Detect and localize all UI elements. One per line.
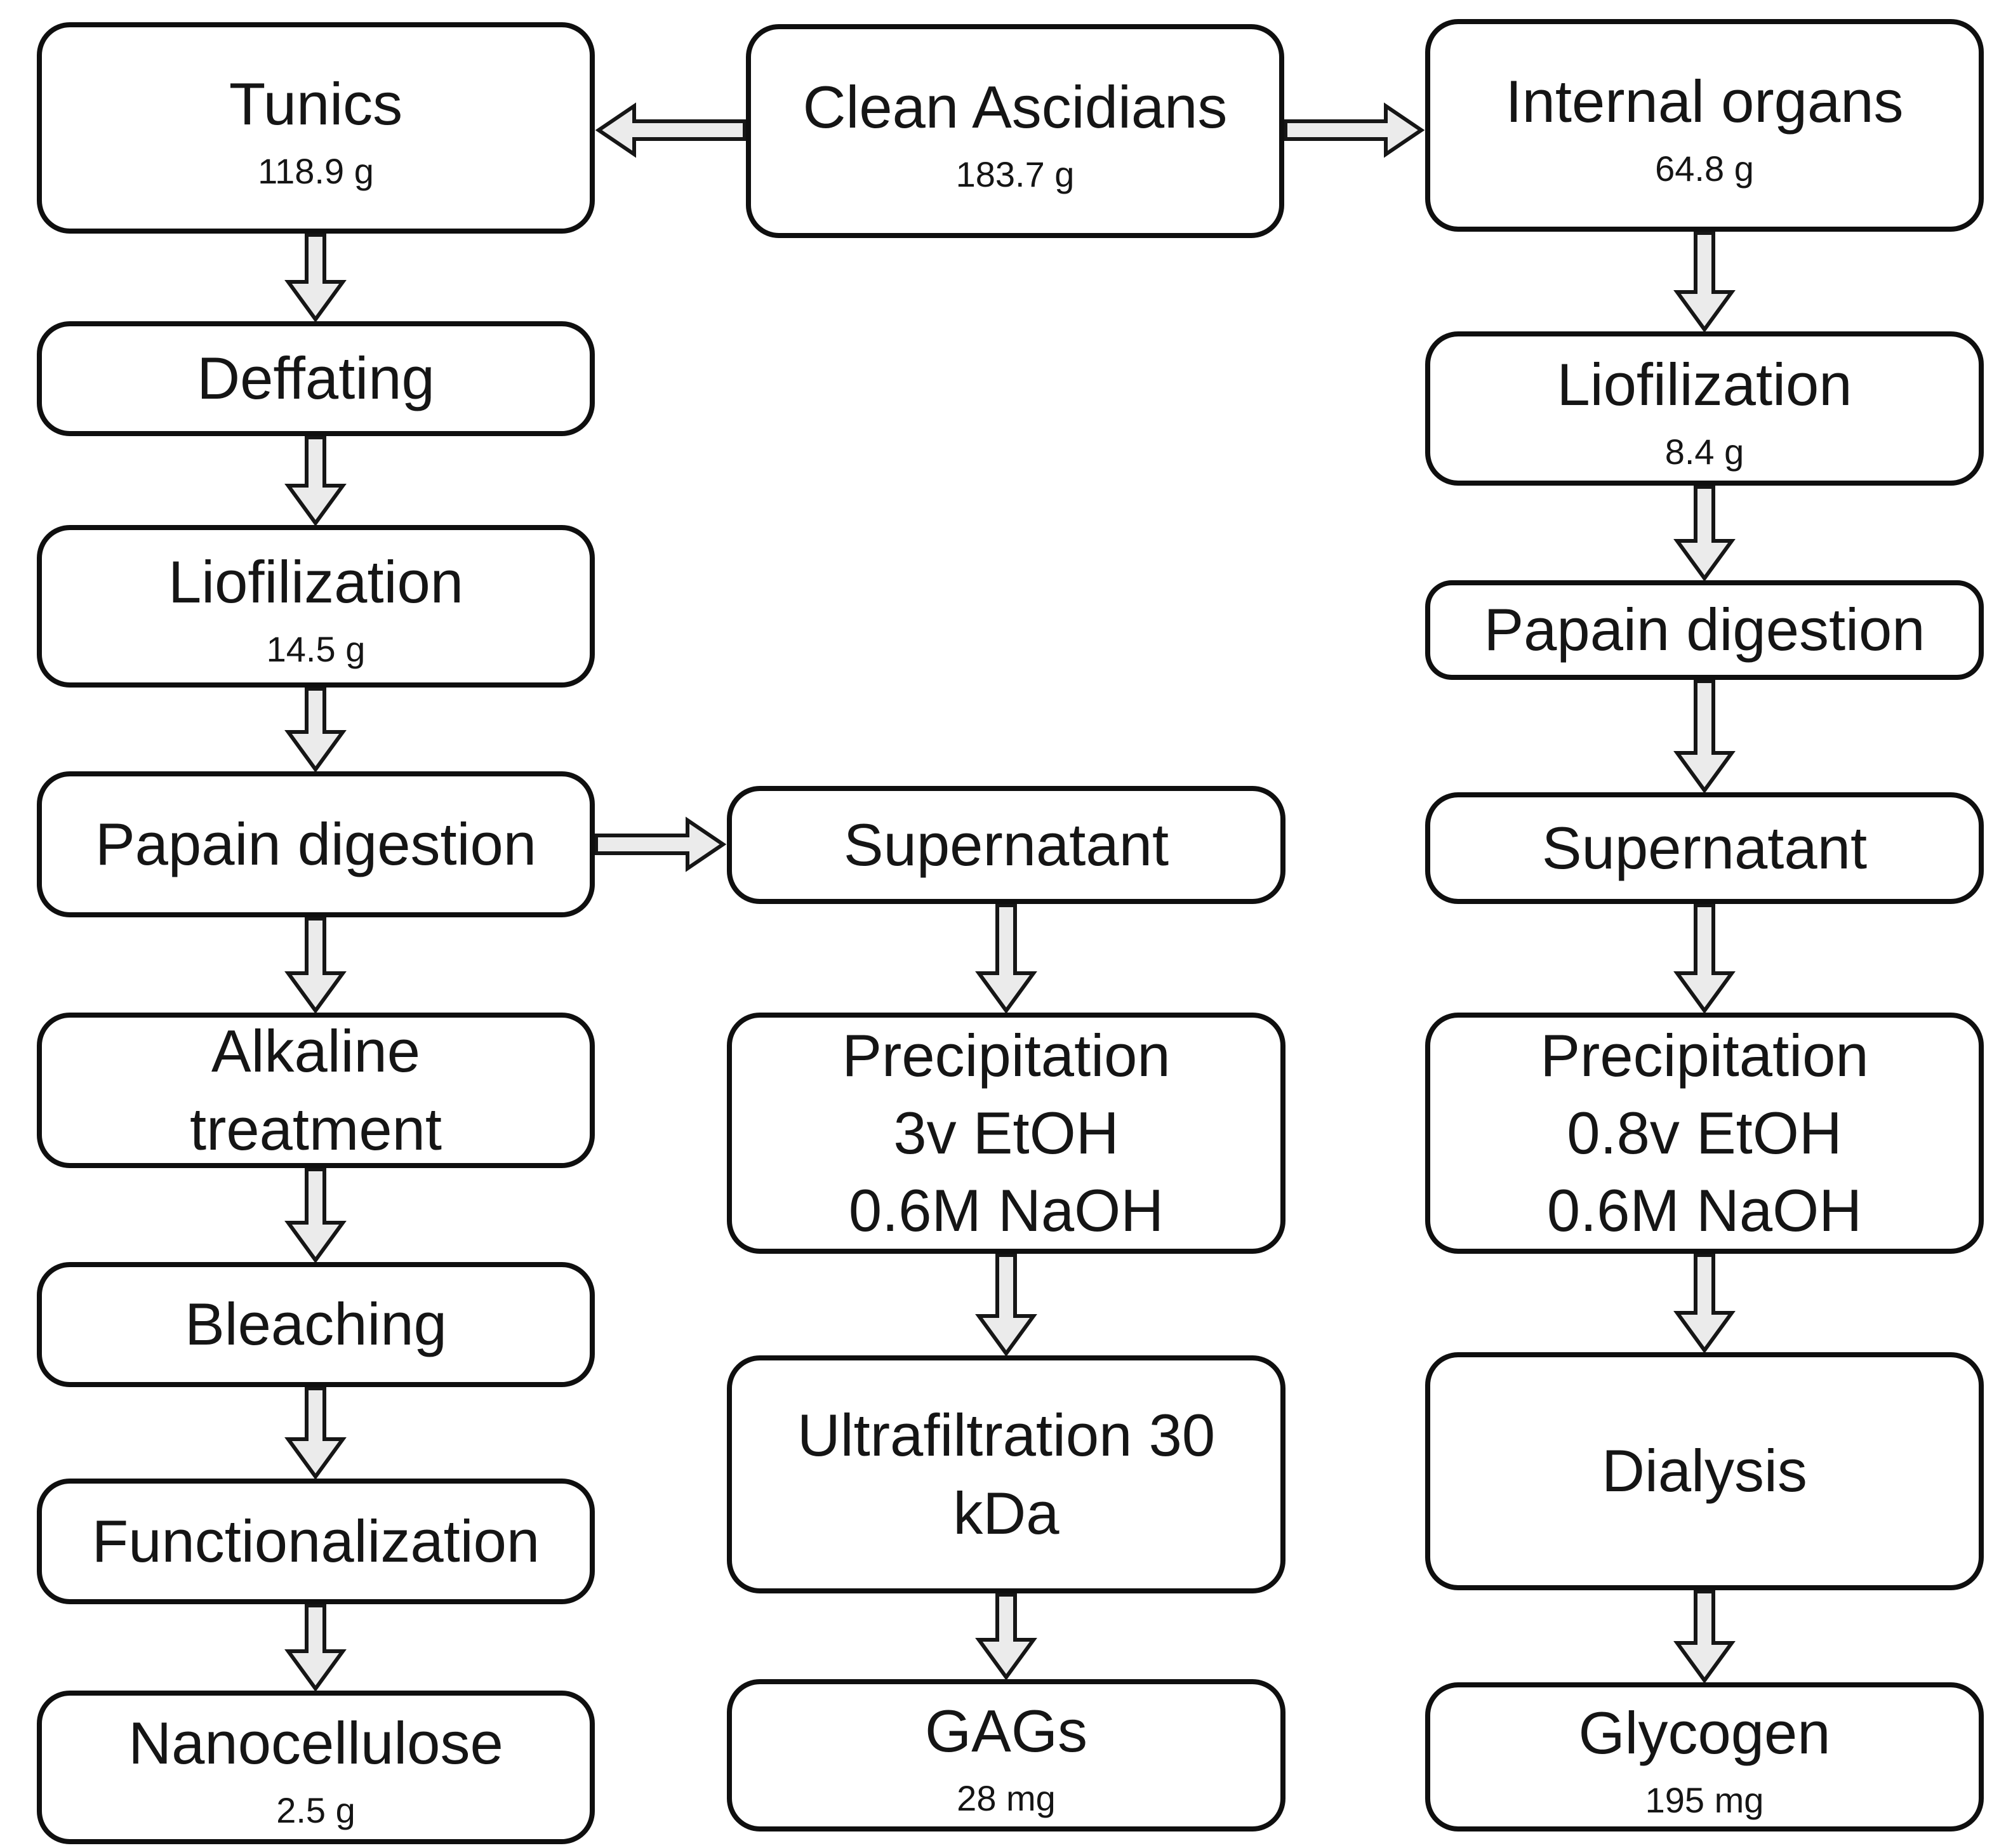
node-tunics: Tunics 118.9 g — [37, 22, 595, 234]
node-tunics-label: Tunics — [229, 70, 403, 137]
node-clean-ascidians: Clean Ascidians 183.7 g — [746, 24, 1284, 238]
arrow-right-clean-to-internal — [1284, 102, 1425, 158]
arrow-down-internal-liofilization — [1673, 232, 1736, 331]
node-liofilization-right-label: Liofilization — [1557, 350, 1852, 418]
node-glycogen-value: 195 mg — [1645, 1779, 1764, 1820]
node-papain-digestion-right: Papain digestion — [1425, 580, 1984, 680]
node-gags-label: GAGs — [925, 1698, 1087, 1765]
arrow-down-dialysis-glycogen — [1673, 1590, 1736, 1682]
node-glycogen-label: Glycogen — [1578, 1699, 1831, 1766]
arrow-down-functionalization-nanocellulose — [284, 1604, 347, 1691]
node-nanocellulose-label: Nanocellulose — [128, 1710, 503, 1777]
arrow-down-tunics-deffating — [284, 234, 347, 321]
node-liofilization-right-value: 8.4 g — [1664, 431, 1744, 472]
node-liofilization-left: Liofilization 14.5 g — [37, 525, 595, 688]
node-internal-organs-label: Internal organs — [1505, 67, 1904, 135]
node-tunics-value: 118.9 g — [258, 150, 374, 191]
node-clean-ascidians-value: 183.7 g — [955, 154, 1075, 194]
node-liofilization-left-value: 14.5 g — [266, 629, 366, 670]
arrow-down-papain-alkaline — [284, 917, 347, 1013]
arrow-down-alkaline-bleaching — [284, 1168, 347, 1262]
node-ultrafiltration: Ultrafiltration 30 kDa — [727, 1355, 1285, 1593]
node-gags: GAGs 28 mg — [727, 1679, 1285, 1831]
node-deffating-label: Deffating — [197, 345, 435, 412]
node-liofilization-left-label: Liofilization — [168, 548, 464, 616]
node-alkaline-treatment: Alkaline treatment — [37, 1013, 595, 1168]
node-dialysis-label: Dialysis — [1602, 1437, 1807, 1505]
arrow-down-deffating-liofilization — [284, 436, 347, 525]
arrow-down-bleaching-functionalization — [284, 1387, 347, 1479]
arrow-down-supernatant-precipitation-right — [1673, 904, 1736, 1013]
node-precipitation-right: Precipitation 0.8v EtOH 0.6M NaOH — [1425, 1013, 1984, 1254]
node-papain-digestion-right-label: Papain digestion — [1484, 596, 1925, 663]
node-internal-organs-value: 64.8 g — [1655, 148, 1754, 189]
arrow-down-supernatant-precipitation-mid — [975, 904, 1037, 1013]
node-gags-value: 28 mg — [957, 1778, 1056, 1819]
node-supernatant-right-label: Supernatant — [1541, 814, 1868, 881]
node-bleaching-label: Bleaching — [185, 1291, 447, 1358]
node-ultrafiltration-label: Ultrafiltration 30 kDa — [797, 1402, 1216, 1546]
arrow-down-papain-supernatant-right — [1673, 680, 1736, 792]
node-nanocellulose: Nanocellulose 2.5 g — [37, 1691, 595, 1844]
node-nanocellulose-value: 2.5 g — [276, 1790, 355, 1831]
node-supernatant-mid: Supernatant — [727, 786, 1285, 904]
arrow-down-precipitation-dialysis — [1673, 1254, 1736, 1352]
arrow-down-ultrafiltration-gags — [975, 1593, 1037, 1679]
node-precipitation-right-label: Precipitation 0.8v EtOH 0.6M NaOH — [1540, 1021, 1869, 1244]
node-papain-digestion-left-label: Papain digestion — [95, 810, 537, 877]
node-supernatant-mid-label: Supernatant — [843, 811, 1169, 878]
arrow-down-precipitation-ultrafiltration — [975, 1254, 1037, 1355]
node-dialysis: Dialysis — [1425, 1352, 1984, 1590]
node-glycogen: Glycogen 195 mg — [1425, 1682, 1984, 1831]
node-precipitation-mid-label: Precipitation 3v EtOH 0.6M NaOH — [842, 1021, 1171, 1244]
arrow-down-liofilization-papain-right — [1673, 486, 1736, 580]
node-bleaching: Bleaching — [37, 1262, 595, 1387]
node-internal-organs: Internal organs 64.8 g — [1425, 19, 1984, 232]
arrow-right-papain-to-supernatant — [595, 816, 727, 872]
node-deffating: Deffating — [37, 321, 595, 436]
node-papain-digestion-left: Papain digestion — [37, 771, 595, 917]
node-alkaline-treatment-label: Alkaline treatment — [189, 1018, 442, 1162]
arrow-left-clean-to-tunics — [595, 102, 746, 158]
arrow-down-liofilization-papain — [284, 688, 347, 771]
node-precipitation-mid: Precipitation 3v EtOH 0.6M NaOH — [727, 1013, 1285, 1254]
node-clean-ascidians-label: Clean Ascidians — [802, 73, 1228, 140]
node-functionalization-label: Functionalization — [91, 1507, 540, 1574]
node-liofilization-right: Liofilization 8.4 g — [1425, 331, 1984, 486]
node-supernatant-right: Supernatant — [1425, 792, 1984, 904]
node-functionalization: Functionalization — [37, 1479, 595, 1604]
